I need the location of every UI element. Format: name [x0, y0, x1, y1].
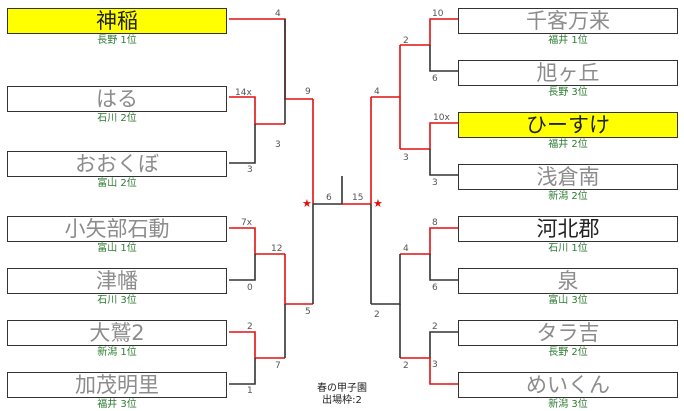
team-box-right-0: 千客万来 [458, 8, 678, 34]
team-sub-left-2: 富山 2位 [97, 178, 137, 189]
score-right-r2-a: 2 [403, 36, 409, 46]
score-left-r2-c: 12 [271, 244, 282, 254]
right-star-icon: ★ [373, 197, 383, 210]
team-sub-right-2: 福井 2位 [548, 139, 588, 150]
team-sub-left-3: 富山 1位 [97, 243, 137, 254]
score-right-r1-meikun: 3 [432, 360, 438, 370]
right-r1-kahoku-line [400, 227, 458, 255]
score-right-r1-asahigaoka: 6 [432, 74, 438, 84]
team-box-right-7: めいくん [458, 372, 678, 398]
team-sub-left-4: 石川 3位 [97, 295, 137, 306]
qualifier-slots: 出場枠:2 [322, 395, 362, 406]
team-sub-left-1: 石川 2位 [97, 113, 137, 124]
team-sub-left-6: 福井 3位 [97, 399, 137, 410]
score-left-r1-haru: 14x [235, 88, 252, 98]
left-r1-owashi-line [229, 331, 285, 359]
team-sub-right-4: 石川 1位 [548, 243, 588, 254]
left-r1-koyabe-line [229, 227, 285, 255]
team-box-right-5: 泉 [458, 268, 678, 294]
team-box-right-6: タラ吉 [458, 320, 678, 346]
team-box-left-6: 加茂明里 [7, 372, 227, 398]
team-box-right-2: ひーすけ [458, 112, 678, 138]
score-left-r1-owashi: 2 [247, 322, 253, 332]
score-right-r3-top: 4 [374, 87, 380, 97]
score-left-r2-b: 3 [275, 140, 281, 150]
team-box-left-4: 津幡 [7, 268, 227, 294]
score-right-r1-izumi: 6 [432, 283, 438, 293]
team-box-left-3: 小矢部石動 [7, 216, 227, 242]
right-r1-hisuke-line [400, 122, 458, 150]
score-left-r1-koyabe: 7x [241, 218, 253, 228]
team-sub-right-0: 福井 1位 [548, 35, 588, 46]
team-sub-right-1: 長野 3位 [548, 87, 588, 98]
team-box-left-1: はる [7, 86, 227, 112]
team-box-right-4: 河北郡 [458, 216, 678, 242]
right-r2-bot-line [371, 254, 401, 305]
score-left-r2-a: 9 [305, 87, 311, 97]
score-right-r1-asakura: 3 [432, 178, 438, 188]
right-r1-meikun-line [400, 357, 458, 385]
score-right-r1-kahoku: 8 [432, 218, 438, 228]
score-final-right: 15 [352, 193, 363, 203]
score-left-r3-bot: 5 [305, 307, 311, 317]
score-left-r1-okubo: 3 [247, 165, 253, 175]
left-r1-tsubata-line [229, 254, 256, 281]
left-r2-c-line [284, 254, 313, 305]
tournament-name: 春の甲子園 [317, 383, 367, 394]
score-left-r1-slot0: 4 [275, 9, 281, 19]
right-r1-senkaku-line [400, 18, 458, 46]
team-box-left-5: 大鷲2 [7, 320, 227, 346]
score-right-r3-bot: 2 [374, 310, 380, 320]
right-r1-asahigaoka-line [429, 45, 458, 72]
team-box-right-3: 浅倉南 [458, 164, 678, 190]
score-right-r2-b: 3 [403, 153, 409, 163]
score-right-r2-d: 2 [403, 361, 409, 371]
score-left-r1-kamo: 1 [247, 386, 253, 396]
score-right-r1-tarakichi: 2 [432, 322, 438, 332]
team-box-left-0: 神稲 [7, 8, 227, 34]
right-r1-asakura-line [429, 149, 458, 176]
team-sub-right-3: 新潟 2位 [548, 191, 588, 202]
left-r1-shinine-line [229, 18, 313, 100]
team-box-left-2: おおくぼ [7, 151, 227, 177]
score-right-r1-senkaku: 10 [432, 9, 444, 19]
team-sub-right-6: 長野 2位 [548, 347, 588, 358]
score-final-left: 6 [326, 193, 332, 203]
team-sub-left-0: 長野 1位 [97, 35, 137, 46]
left-r1-haru-line [229, 96, 285, 125]
team-sub-left-5: 新潟 1位 [97, 347, 137, 358]
tournament-caption: 春の甲子園 出場枠:2 [292, 383, 392, 407]
left-star-icon: ★ [302, 197, 312, 210]
left-r1-kamo-line [229, 358, 256, 385]
score-left-r1-tsubata: 0 [247, 283, 253, 293]
score-left-r2-d: 7 [275, 361, 281, 371]
score-right-r2-c: 4 [403, 244, 409, 254]
right-r1-tarakichi-line [429, 331, 458, 358]
score-right-r1-hisuke: 10x [433, 113, 450, 123]
right-r1-izumi-line [429, 254, 458, 281]
team-sub-right-5: 富山 3位 [548, 295, 588, 306]
left-r1-okubo-line [229, 124, 256, 164]
team-box-right-1: 旭ヶ丘 [458, 60, 678, 86]
team-sub-right-7: 新潟 3位 [548, 399, 588, 410]
